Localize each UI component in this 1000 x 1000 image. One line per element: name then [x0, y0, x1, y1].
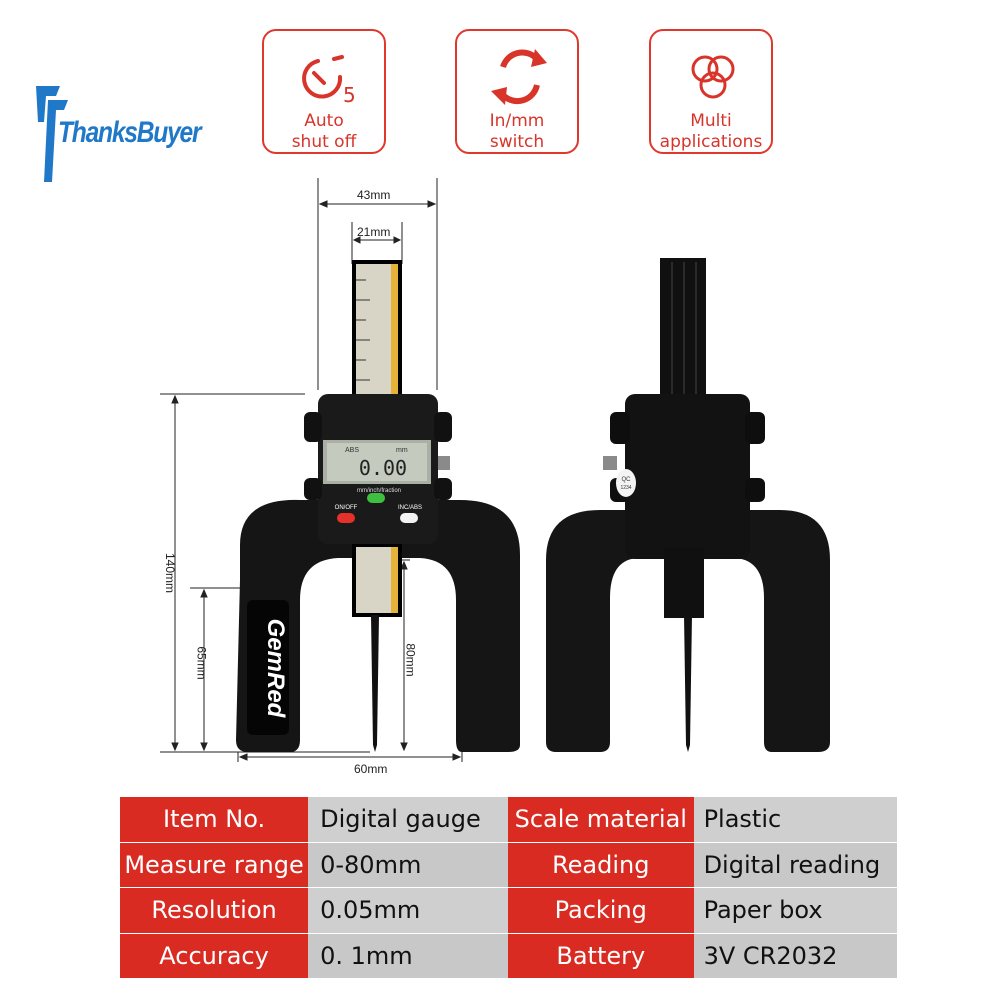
mode-label: mm/inch/fraction	[357, 488, 401, 494]
dim-probe-depth: 80mm	[403, 643, 418, 677]
spec-value: Plastic	[693, 797, 897, 843]
brand-logo-text: ThanksBuyer	[58, 116, 202, 149]
logo-mark-icon	[36, 86, 68, 182]
spec-table: Item No. Digital gauge Scale material Pl…	[120, 797, 897, 979]
back-view-gauge: QC 1234	[546, 258, 830, 752]
spec-key: Scale material	[507, 797, 694, 843]
spec-row: Measure range 0-80mm Reading Digital rea…	[120, 842, 897, 888]
lcd-label-left: ABS	[345, 447, 359, 454]
spec-value: 0. 1mm	[308, 933, 508, 979]
spec-value: Paper box	[693, 888, 897, 934]
spec-value: 0-80mm	[308, 842, 508, 888]
lcd-value: 0.00	[359, 456, 407, 480]
spec-key: Item No.	[120, 797, 309, 843]
inc-abs-button	[400, 513, 418, 523]
lcd-label-right: mm	[396, 447, 408, 454]
spec-key: Accuracy	[120, 933, 309, 979]
dim-rod-width: 21mm	[357, 225, 391, 239]
product-diagram: GemRed ABS mm 0.00 mm/inch/fraction ON/O…	[160, 178, 830, 762]
spec-key: Resolution	[120, 888, 309, 934]
spec-key: Measure range	[120, 842, 309, 888]
dim-base-width: 60mm	[354, 762, 388, 776]
qc-code: 1234	[620, 485, 631, 491]
spec-key: Battery	[507, 933, 694, 979]
brand-logo: ThanksBuyer	[34, 82, 202, 187]
spec-value: 0.05mm	[308, 888, 508, 934]
spec-row: Accuracy 0. 1mm Battery 3V CR2032	[120, 933, 897, 979]
spec-value: 3V CR2032	[693, 933, 897, 979]
spec-key: Reading	[507, 842, 694, 888]
brand-strip-text: GemRed	[262, 619, 289, 719]
timer-icon: 5	[264, 47, 384, 107]
spec-value: Digital gauge	[308, 797, 508, 843]
dim-total-height: 140mm	[163, 552, 178, 594]
circles-icon	[651, 47, 771, 107]
spec-row: Item No. Digital gauge Scale material Pl…	[120, 797, 897, 843]
front-view-gauge: GemRed ABS mm 0.00 mm/inch/fraction ON/O…	[160, 178, 520, 762]
dim-top-width: 43mm	[357, 188, 391, 202]
dim-base-height: 65mm	[194, 646, 209, 680]
spec-key: Packing	[507, 888, 694, 934]
qc-label: QC	[622, 477, 632, 483]
switch-arrows-icon	[457, 47, 577, 107]
spec-row: Resolution 0.05mm Packing Paper box	[120, 888, 897, 934]
timer-number: 5	[343, 83, 356, 107]
spec-value: Digital reading	[693, 842, 897, 888]
on-off-label: ON/OFF	[335, 505, 358, 511]
inc-abs-label: INC/ABS	[398, 505, 422, 511]
on-off-button	[337, 513, 355, 523]
